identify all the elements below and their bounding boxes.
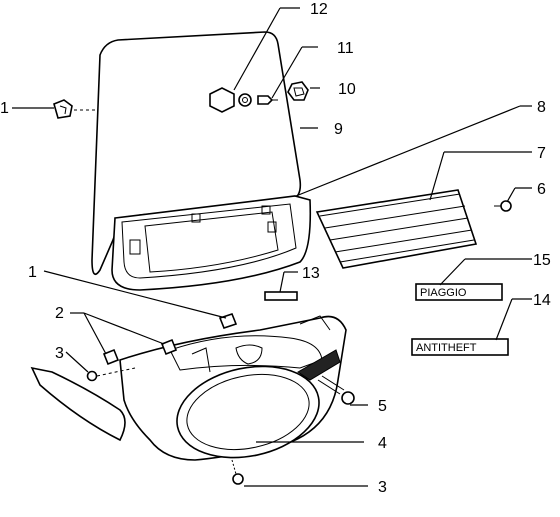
screw-6 [494,200,512,212]
callout-3-lower: 3 [378,479,387,496]
clip-2 [102,338,178,366]
brand-badge: PIAGGIO [415,283,503,301]
callout-1-upper: 1 [0,100,9,117]
leader-lines [12,7,532,487]
callout-10: 10 [338,81,356,98]
antitheft-badge: ANTITHEFT [411,338,509,356]
brand-badge-text: PIAGGIO [420,287,467,299]
callout-3-upper: 3 [55,345,64,362]
callout-12: 12 [310,1,328,18]
screw-3-upper [86,367,136,382]
callout-11: 11 [337,40,354,57]
headlight-lens [315,189,478,269]
windshield-panel [91,31,312,291]
callout-5: 5 [378,398,387,415]
callout-13: 13 [302,265,320,282]
screw-5 [317,375,355,405]
callout-14: 14 [533,292,551,309]
callout-7: 7 [537,145,546,162]
callout-8: 8 [537,99,546,116]
front-shield [30,315,347,461]
callout-1-lower: 1 [28,264,37,281]
screw-3-lower [231,459,244,485]
callouts: 1 12 11 10 9 8 7 6 15 14 13 1 2 3 5 4 3 [0,1,551,496]
callout-9: 9 [334,121,343,138]
antitheft-badge-text: ANTITHEFT [416,342,477,354]
callout-6: 6 [537,181,546,198]
callout-15: 15 [533,252,551,269]
clip-lower [218,313,238,329]
callout-4: 4 [378,435,387,452]
emblem-mount [209,81,309,113]
clip-upper [53,99,98,119]
callout-2: 2 [55,305,64,322]
plate-13 [264,291,298,301]
